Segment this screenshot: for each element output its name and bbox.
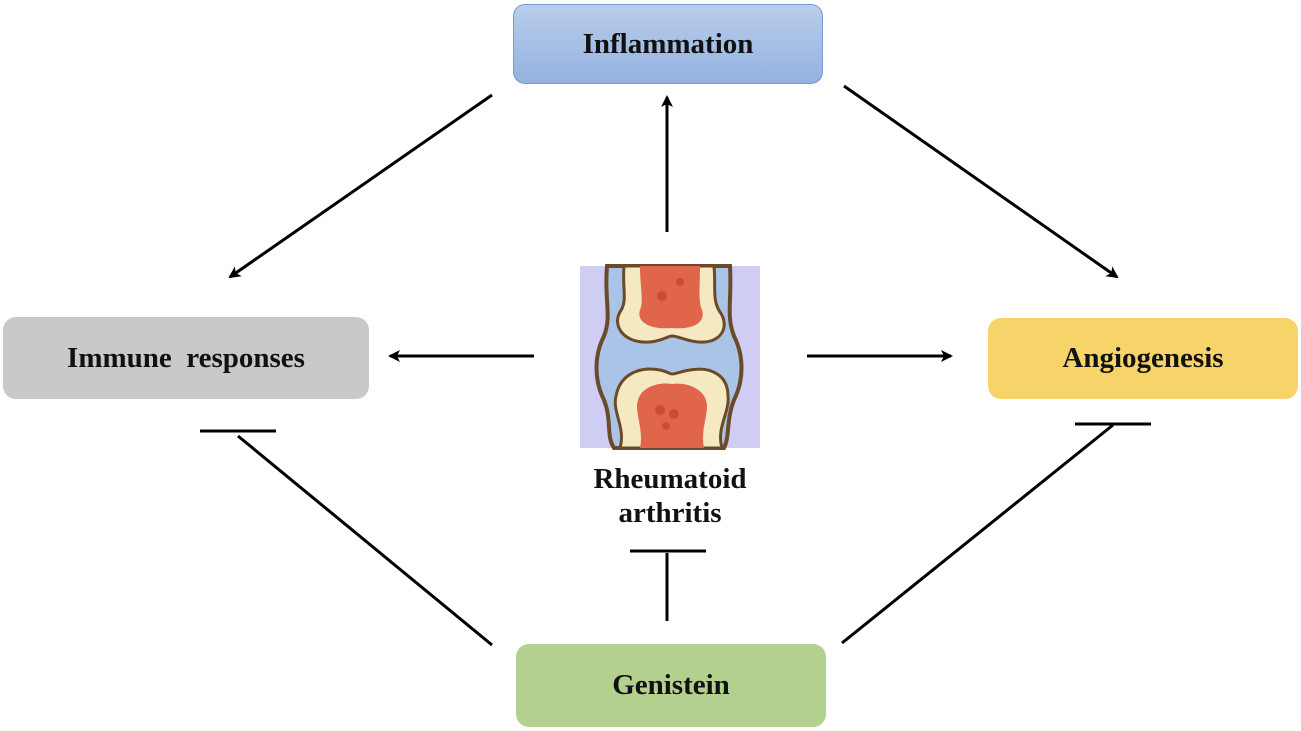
genistein-node: Genistein: [516, 644, 826, 727]
immune-responses-node: Immune responses: [3, 317, 369, 399]
inhibit-genistein-to-immune: [200, 429, 493, 647]
immune-responses-label: Immune responses: [67, 341, 305, 374]
ra-label-line2: arthritis: [618, 497, 722, 529]
angiogenesis-node: Angiogenesis: [988, 318, 1298, 399]
inhibit-genistein-to-angiogenesis: [841, 422, 1151, 645]
angiogenesis-label: Angiogenesis: [1062, 342, 1224, 374]
inflammation-label: Inflammation: [582, 27, 754, 60]
inhibit-genistein-to-ra: [630, 549, 706, 621]
ra-label-line1: Rheumatoid: [593, 463, 747, 495]
arrow-inflammation-to-angiogenesis: [843, 84, 1119, 279]
inflammation-node: Inflammation: [513, 4, 823, 84]
rheumatoid-arthritis-label: Rheumatoid arthritis: [540, 462, 800, 530]
joint-illustration: [580, 264, 760, 450]
arrow-inflammation-to-immune: [228, 93, 493, 279]
genistein-label: Genistein: [612, 669, 730, 701]
